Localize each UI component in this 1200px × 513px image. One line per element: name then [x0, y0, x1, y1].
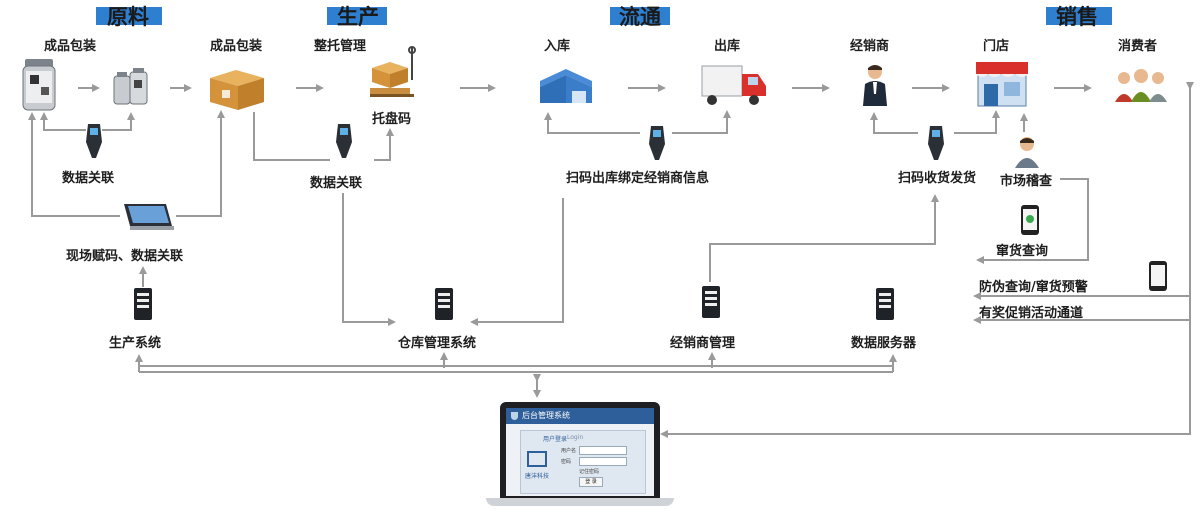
server-icon-1 [134, 288, 152, 320]
label-warehouse-system: 仓库管理系统 [398, 336, 477, 351]
scanner-icon-1 [86, 124, 102, 158]
pass-label: 密码 [561, 459, 572, 465]
label-pallet-mgmt: 整托管理 [314, 39, 367, 54]
label-distributor-mgmt: 经销商管理 [670, 336, 736, 351]
section-bar-sales [1046, 7, 1112, 25]
section-bar-raw [96, 7, 162, 25]
section-raw: 原料 [107, 5, 149, 29]
laptop-screen: 后台管理系统 用户登录 Login 唐沣科技 用户名 密码 记住密码 登 录 [506, 408, 654, 496]
label-consumer: 消费者 [1118, 39, 1158, 54]
label-market-inspect: 市场稽查 [1000, 174, 1053, 189]
pallet-icon [370, 46, 416, 97]
label-production-system: 生产系统 [109, 336, 162, 351]
label-data-link-1: 数据关联 [62, 171, 115, 186]
server-icon-3 [702, 286, 720, 318]
server-icon-4 [876, 288, 894, 320]
username-input[interactable] [579, 446, 627, 455]
scanner-icon-4 [928, 126, 944, 160]
label-finished-pack-2: 成品包装 [210, 39, 263, 54]
section-sales: 销售 [1056, 5, 1098, 29]
scanner-icon-3 [649, 126, 665, 160]
phone-icon-2 [1149, 261, 1167, 291]
bottles-icon [113, 68, 148, 105]
section-production: 生产 [337, 5, 379, 29]
label-inbound: 入库 [544, 39, 571, 54]
login-button[interactable]: 登 录 [579, 477, 603, 487]
laptop-titlebar: 后台管理系统 [506, 408, 654, 424]
section-bar-circulation [610, 7, 670, 25]
store-icon [976, 62, 1028, 107]
inspector-icon [1015, 137, 1039, 168]
login-title-en: Login [567, 434, 584, 441]
user-label: 用户名 [561, 448, 577, 454]
label-anticounterfeit: 防伪查询/窜货预警 [979, 280, 1088, 295]
label-promo-channel: 有奖促销活动通道 [979, 306, 1084, 321]
brand-name: 唐沣科技 [525, 473, 550, 480]
remember-checkbox[interactable]: 记住密码 [579, 469, 600, 475]
laptop-base [486, 498, 674, 506]
barrel-icon [22, 59, 56, 111]
shield-icon [511, 412, 518, 420]
tablet-icon [124, 204, 174, 230]
scanner-icon-2 [336, 124, 352, 158]
label-diversion-query: 窜货查询 [996, 244, 1049, 259]
section-bar-production [327, 7, 387, 25]
label-data-link-2: 数据关联 [310, 176, 363, 191]
phone-icon-1 [1021, 205, 1039, 235]
brand-logo-icon [527, 451, 547, 467]
section-circulation: 流通 [619, 5, 661, 29]
login-title: 用户登录 [543, 436, 568, 443]
label-scan-outbound: 扫码出库绑定经销商信息 [566, 171, 710, 186]
businessman-icon [863, 65, 887, 106]
label-pallet-code: 托盘码 [372, 112, 412, 127]
label-finished-pack-1: 成品包装 [44, 39, 97, 54]
box-icon [210, 70, 264, 110]
label-data-server: 数据服务器 [851, 336, 917, 351]
laptop-title: 后台管理系统 [522, 411, 570, 420]
label-store: 门店 [983, 39, 1010, 54]
truck-icon [701, 65, 766, 105]
warehouse-icon [540, 69, 592, 103]
label-outbound: 出库 [714, 39, 741, 54]
laptop: 后台管理系统 用户登录 Login 唐沣科技 用户名 密码 记住密码 登 录 [486, 402, 674, 512]
label-scan-receive: 扫码收货发货 [898, 171, 977, 186]
password-input[interactable] [579, 457, 627, 466]
people-group-icon [1115, 69, 1167, 102]
label-onsite-code: 现场赋码、数据关联 [66, 249, 184, 264]
server-icon-2 [435, 288, 453, 320]
login-panel: 用户登录 Login 唐沣科技 用户名 密码 记住密码 登 录 [520, 430, 646, 494]
label-distributor: 经销商 [850, 39, 890, 54]
